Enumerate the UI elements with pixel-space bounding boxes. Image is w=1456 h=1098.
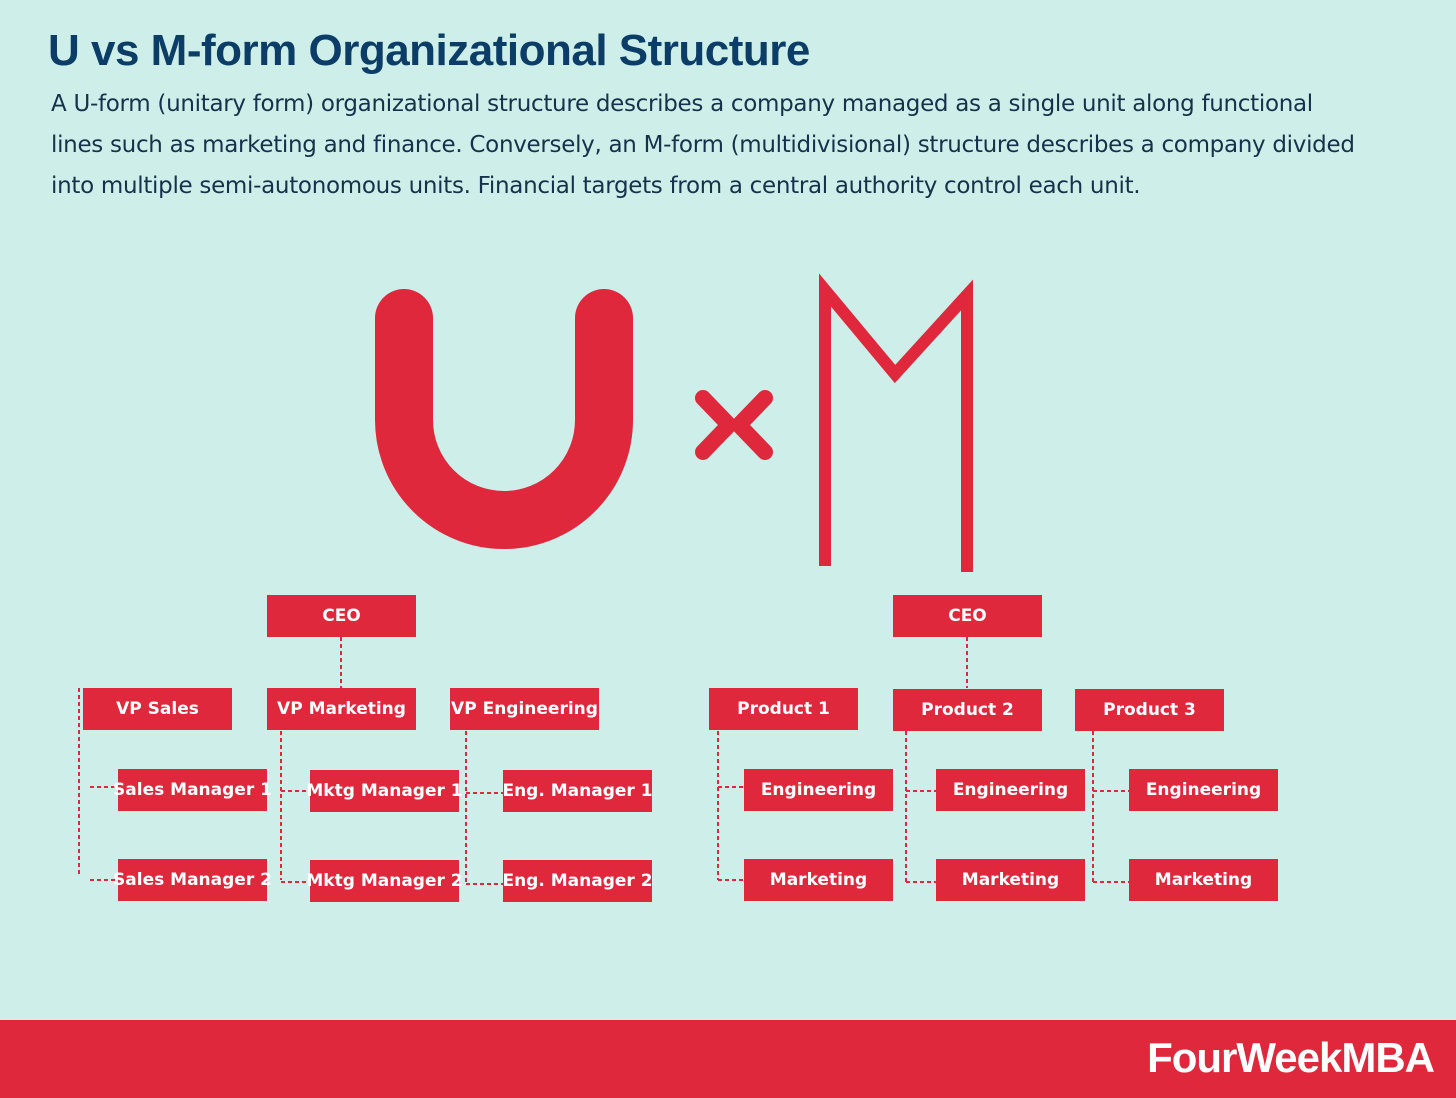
sales-manager-1-box: Sales Manager 1 [113,769,272,811]
page-title: U vs M-form Organizational Structure [48,26,810,75]
m-form-ceo-box: CEO [893,595,1042,637]
product-2-box: Product 2 [893,689,1042,731]
mktg-manager-2-box: Mktg Manager 2 [306,860,463,902]
u-form-ceo-box: CEO [267,595,416,637]
product-3-engineering-box: Engineering [1129,769,1278,811]
product-2-engineering-box: Engineering [936,769,1085,811]
product-1-engineering-box: Engineering [744,769,893,811]
product-2-marketing-box: Marketing [936,859,1085,901]
eng-manager-1-box: Eng. Manager 1 [502,770,653,812]
vp-marketing-box: VP Marketing [267,688,416,730]
product-1-marketing-box: Marketing [744,859,893,901]
x-letter-icon [695,390,773,460]
vp-sales-box: VP Sales [83,688,232,730]
mktg-manager-1-box: Mktg Manager 1 [306,770,463,812]
m-letter-icon [819,273,973,572]
product-1-box: Product 1 [709,688,858,730]
eng-manager-2-box: Eng. Manager 2 [502,860,653,902]
product-3-box: Product 3 [1075,689,1224,731]
product-3-marketing-box: Marketing [1129,859,1278,901]
org-connectors [78,637,1129,885]
brand-logo: FourWeekMBA [1147,1034,1435,1081]
sales-manager-2-box: Sales Manager 2 [113,859,272,901]
footer-bar: FourWeekMBA [0,1020,1456,1098]
vp-engineering-box: VP Engineering [450,688,599,730]
u-letter-icon [375,289,633,549]
description: A U-form (unitary form) organizational s… [51,91,1355,199]
u-vs-m-logo [375,273,973,572]
